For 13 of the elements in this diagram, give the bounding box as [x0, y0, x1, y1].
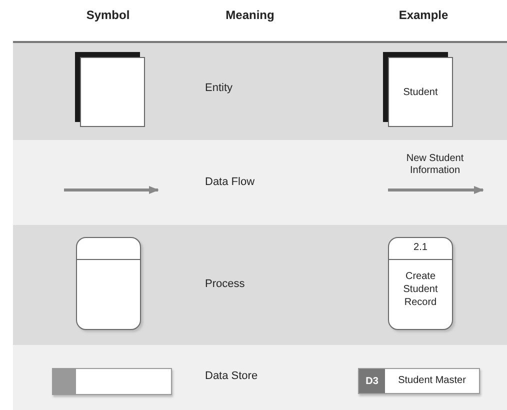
symbol-meaning: Process: [205, 278, 246, 290]
symbol-meaning: Data Store: [205, 370, 259, 382]
process-id: 2.1: [412, 242, 428, 253]
flow-label: New Student Information: [405, 153, 465, 177]
store-name: Student Master: [397, 375, 467, 386]
symbol-meaning: Data Flow: [205, 176, 256, 188]
entity-name: Student: [403, 86, 438, 98]
column-header: Meaning: [224, 8, 276, 22]
symbol-meaning: Entity: [205, 82, 234, 94]
column-header: Example: [398, 8, 450, 22]
store-id-tab: D3: [359, 369, 385, 393]
column-header: Symbol: [85, 8, 131, 22]
process-name: Create Student Record: [402, 270, 439, 309]
